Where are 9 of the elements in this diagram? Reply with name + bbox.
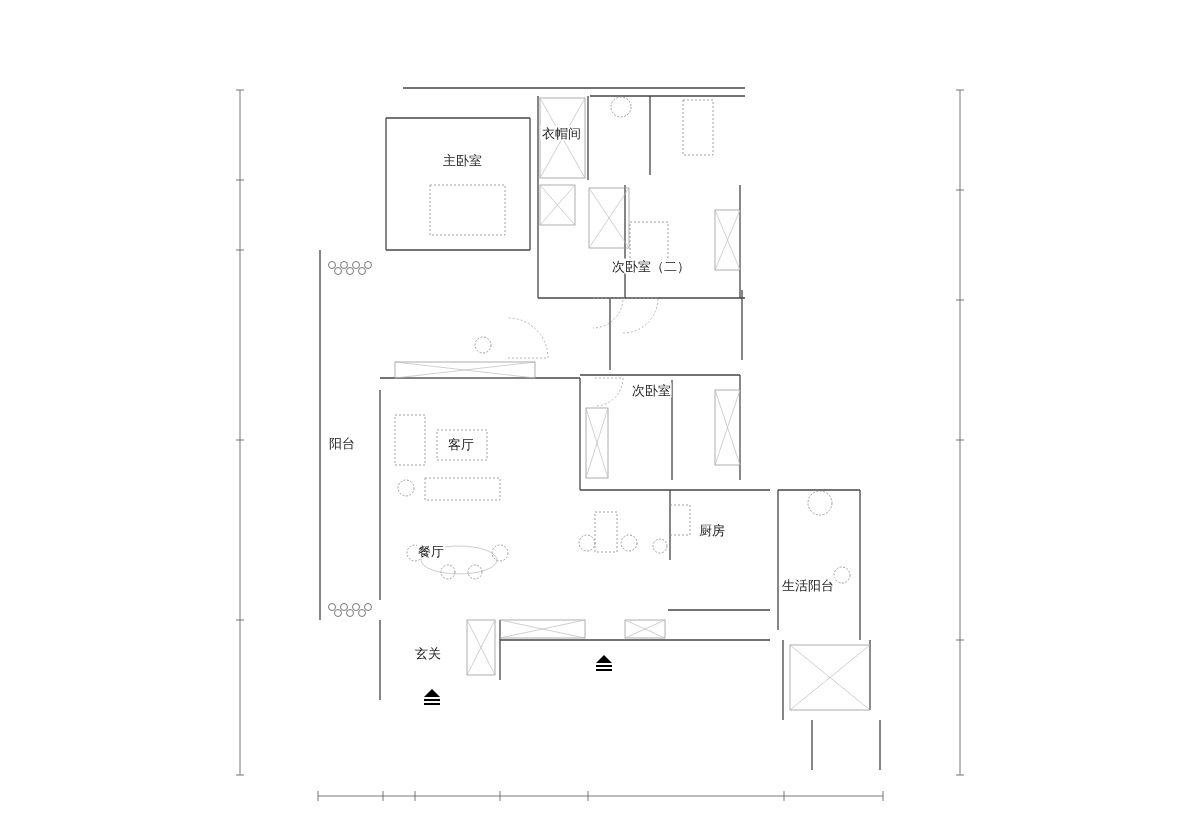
room-label: 次卧室: [630, 382, 672, 398]
room-label: 生活阳台: [781, 577, 835, 593]
room-label: 厨房: [698, 522, 726, 538]
room-label: 玄关: [414, 645, 442, 661]
room-label: 衣帽间: [540, 125, 582, 141]
room-label: 阳台: [328, 435, 356, 451]
room-label: 客厅: [447, 436, 475, 452]
room-label: 餐厅: [417, 543, 445, 559]
room-label: 主卧室: [441, 152, 483, 168]
